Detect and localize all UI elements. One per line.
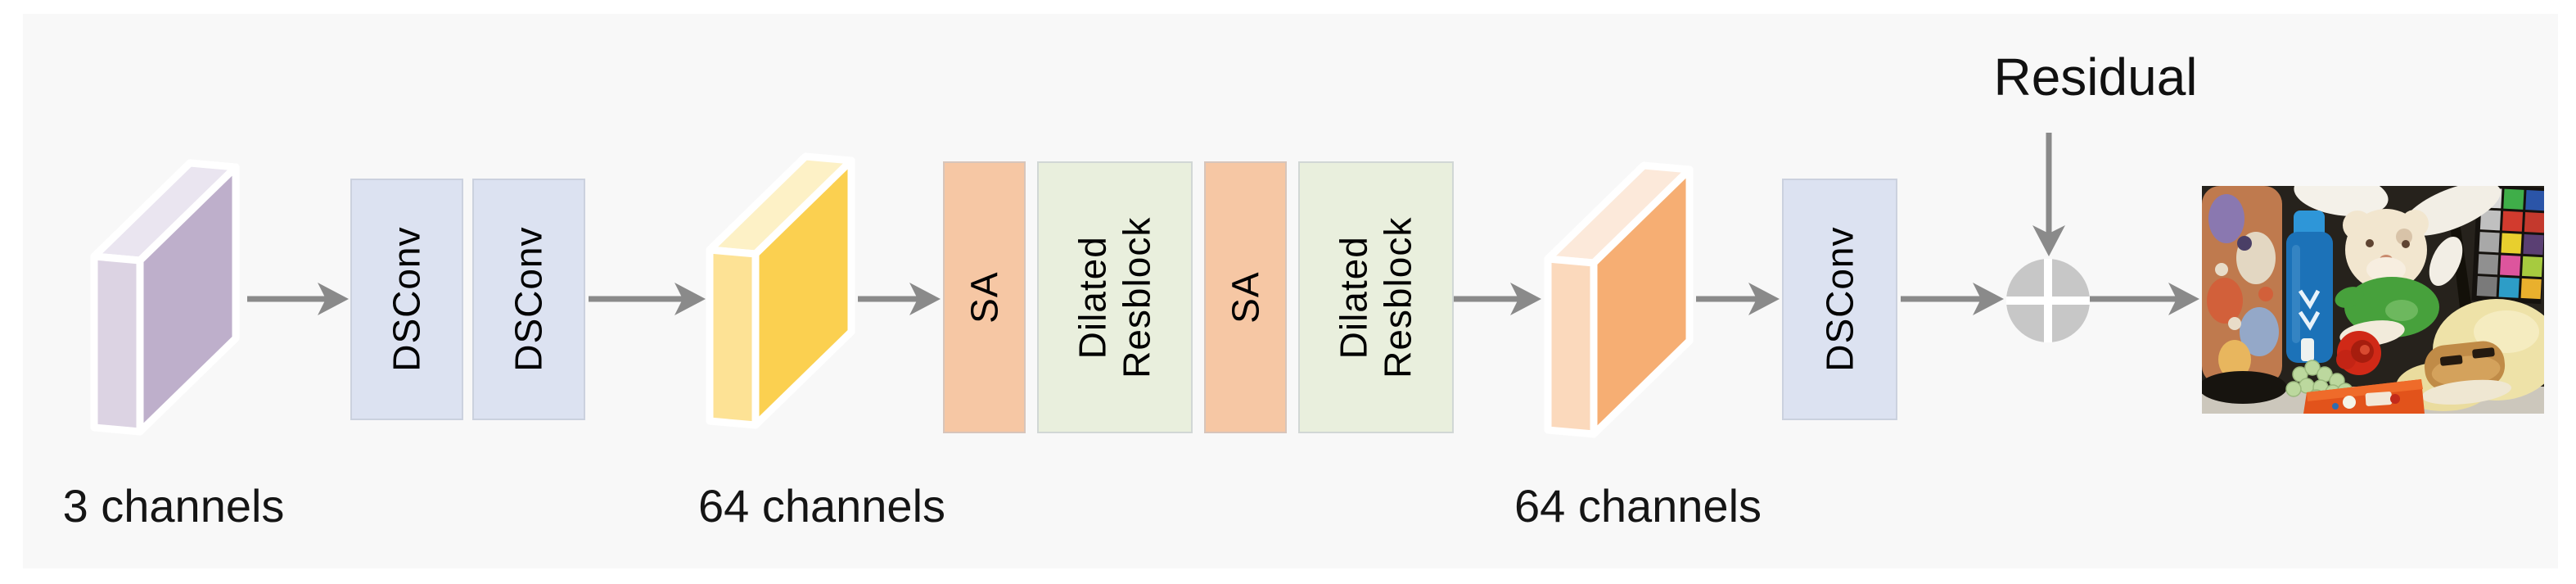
block-label: Dilated Resblock: [1332, 216, 1420, 378]
plus-vertical-bar: [2044, 259, 2052, 342]
add-operator: [2006, 259, 2090, 342]
arrowhead-icon: [1748, 283, 1780, 315]
block-label: DSConv: [507, 226, 550, 373]
block-label: Dilated Resblock: [1071, 216, 1159, 378]
mid-tensor-slab: [706, 152, 855, 429]
block-label: DSConv: [1818, 226, 1861, 373]
late-channels-label: 64 channels: [1514, 480, 1762, 532]
restored-photo-thumbnail: [2202, 186, 2544, 414]
mid-channels-label: 64 channels: [697, 480, 946, 532]
tensor-side-face: [1544, 255, 1598, 438]
tensor-side-face: [706, 246, 760, 429]
arrowhead-icon: [909, 283, 941, 315]
arrowhead-icon: [318, 283, 349, 315]
block-label: SA: [1224, 271, 1267, 324]
bunny-plush: [2343, 209, 2429, 291]
tensor-front-face: [136, 163, 240, 436]
red-rose: [2336, 331, 2381, 375]
block-dilated-resblock-1: Dilated Resblock: [1037, 161, 1193, 433]
block-label: SA: [963, 271, 1006, 324]
input-channels-label: 3 channels: [62, 480, 285, 532]
residual-arrowhead-icon: [2032, 225, 2065, 256]
block-dsconv-2: DSConv: [472, 179, 585, 420]
flow-arrows: [247, 133, 2199, 315]
tensor-side-face: [90, 252, 144, 436]
block-dsconv-3: DSConv: [1782, 179, 1897, 420]
arrow-lines: [247, 133, 2177, 302]
tensor-front-face: [1590, 165, 1694, 438]
vase-base: [2202, 371, 2287, 404]
input-tensor-slab: [90, 159, 240, 436]
block-dilated-resblock-2: Dilated Resblock: [1298, 161, 1454, 433]
block-label: DSConv: [385, 226, 428, 373]
residual-label: Residual: [1993, 48, 2198, 106]
block-sa-1: SA: [943, 161, 1026, 433]
tan-slipper: [2421, 341, 2512, 405]
arrowhead-icon: [1973, 283, 2004, 315]
arrowhead-icon: [1510, 283, 1541, 315]
block-sa-2: SA: [1204, 161, 1287, 433]
blue-bottle: [2286, 211, 2333, 363]
arrow-heads: [318, 225, 2199, 315]
block-dsconv-1: DSConv: [350, 179, 463, 420]
tensor-front-face: [751, 156, 855, 429]
late-tensor-slab: [1544, 161, 1694, 438]
patterned-vase: [2202, 186, 2287, 404]
orange-box: [2303, 379, 2425, 414]
arrowhead-icon: [2168, 283, 2199, 315]
arrowhead-icon: [674, 283, 706, 315]
white-tube: [2301, 338, 2314, 361]
